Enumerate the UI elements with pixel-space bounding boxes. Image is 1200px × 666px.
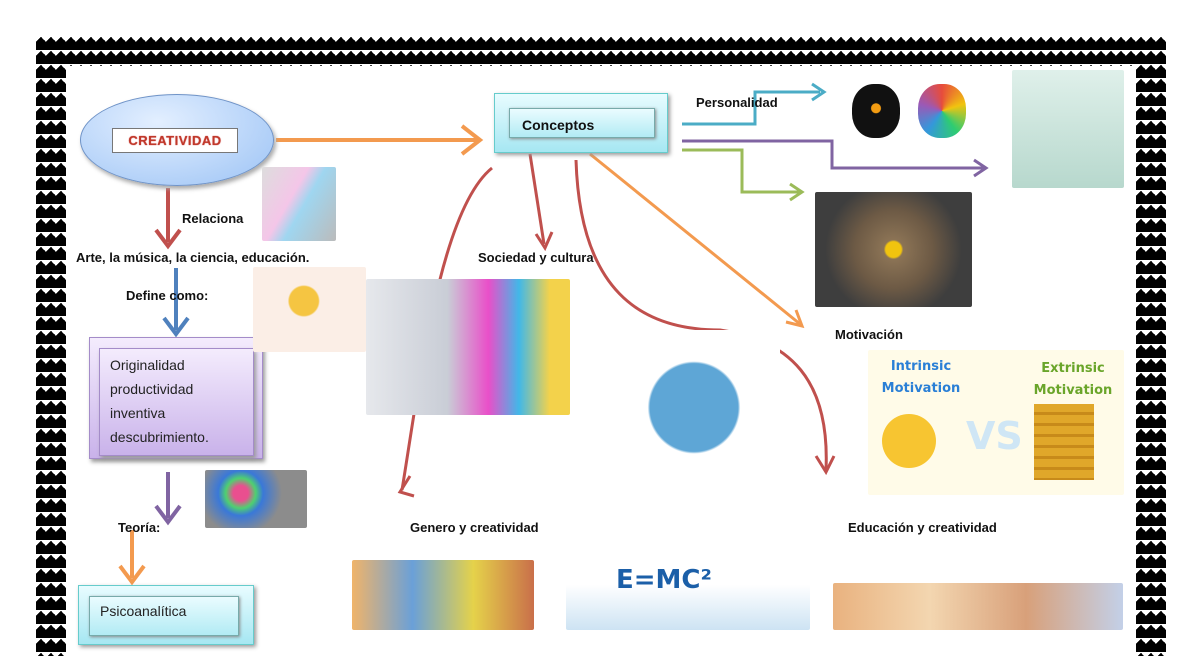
arrow-educacion (574, 159, 828, 471)
creatividad-title: CREATIVIDAD (112, 128, 238, 153)
motivation-image: Intrinsic Motivation Extrinsic Motivatio… (868, 350, 1124, 495)
teoria-label: Teoría: (118, 520, 161, 535)
coins-icon (1034, 404, 1094, 480)
drawing-bulb-image (205, 470, 307, 528)
intrinsic-text: Intrinsic Motivation (881, 359, 961, 396)
educacion-label: Educación y creatividad (848, 520, 997, 535)
relaciona-label: Relaciona (182, 211, 244, 226)
psicoanalitica-label: Psicoanalítica (89, 596, 239, 636)
painter-image (262, 167, 336, 241)
list-item: inventiva (110, 405, 166, 421)
meeting-image (815, 192, 972, 307)
personalidad-label: Personalidad (696, 95, 778, 110)
children-diversity-image (352, 560, 534, 630)
einstein-image: E=MC² (566, 565, 810, 630)
list-item: productividad (110, 381, 194, 397)
smiley-icon (882, 414, 936, 468)
vs-text: VS (966, 414, 1023, 458)
lightbulb-image (253, 267, 366, 352)
list-item: Originalidad (110, 357, 185, 373)
list-item: descubrimiento. (110, 429, 209, 445)
arrow-image2 (682, 148, 800, 194)
colorful-brain-icon (918, 84, 966, 138)
arrow-sociedad (528, 153, 546, 245)
arrow-personalidad (682, 90, 820, 126)
extrinsic-text: Extrinsic Motivation (1033, 361, 1113, 398)
originalidad-list: Originalidad productividad inventiva des… (99, 348, 254, 456)
sociedad-label: Sociedad y cultura (478, 250, 594, 265)
creative-head-image (366, 279, 570, 415)
define-label: Define como: (126, 288, 209, 303)
arte-label: Arte, la música, la ciencia, educación. (76, 250, 310, 265)
conceptos-label: Conceptos (509, 108, 655, 138)
kids-classroom-image (833, 583, 1123, 630)
head-ideas-image (1012, 70, 1124, 188)
arrow-image (682, 139, 984, 170)
motivacion-label: Motivación (835, 327, 903, 342)
formula-text: E=MC² (616, 565, 712, 595)
globe-kids-image (608, 330, 780, 485)
head-bulb-icon (852, 84, 900, 138)
genero-label: Genero y creatividad (410, 520, 539, 535)
arrow-motivacion (589, 152, 801, 326)
